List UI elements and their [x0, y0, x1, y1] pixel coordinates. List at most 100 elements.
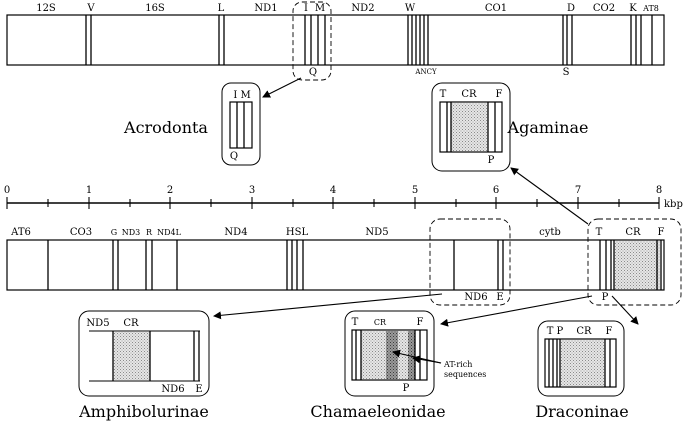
chamaeleonidae-name: Chamaeleonidae: [310, 402, 445, 421]
bottom-strip-box: [6, 239, 665, 291]
gene-label-q: Q: [309, 67, 317, 78]
gene-label-16s: 16S: [145, 3, 165, 14]
gene-label-nd4l: ND4L: [157, 228, 182, 237]
scale-tick-label-2: 2: [167, 185, 173, 196]
gene-label-t: T: [596, 227, 603, 238]
scale-ticks: [6, 197, 660, 209]
acrodonta-top-label: I M: [233, 90, 250, 101]
draconinae-frame: [537, 320, 625, 397]
arrow-to-agaminae: [510, 167, 589, 225]
inset-acrodonta: I M Q Acrodonta: [123, 82, 261, 166]
gene-label-p: P: [602, 292, 609, 303]
scale-tick-label-3: 3: [249, 185, 255, 196]
draconinae-f-label: F: [606, 326, 613, 337]
chamaeleonidae-cr-label: CR: [374, 318, 387, 327]
scale-tick-label-4: 4: [330, 185, 336, 196]
scale-tick-label-6: 6: [493, 185, 499, 196]
chamaeleonidae-t-label: T: [352, 317, 359, 328]
inset-draconinae: T P CR F Draconinae: [535, 320, 629, 421]
amphibolurinae-nd6-label: ND6: [161, 384, 184, 395]
chamaeleonidae-at-rich-region-1: [386, 331, 398, 379]
gene-label-i: I: [304, 3, 308, 14]
agaminae-name: Agaminae: [507, 118, 589, 137]
chamaeleonidae-f-label: F: [417, 317, 424, 328]
agaminae-frame: [431, 82, 511, 172]
scale-tick-label-5: 5: [412, 185, 418, 196]
bottom-gene-strip: AT6 CO3 G ND3 R ND4L ND4 HSL ND5 cytb T …: [6, 218, 682, 306]
gene-label-nd6: ND6: [464, 292, 487, 303]
at-rich-label-line1: AT-rich: [443, 360, 472, 369]
agaminae-t-label: T: [440, 89, 447, 100]
agaminae-p-label: P: [488, 155, 495, 166]
arrow-to-acrodonta: [262, 77, 302, 98]
arrow-to-chamaeleonidae: [440, 295, 593, 327]
agaminae-f-label: F: [496, 89, 503, 100]
highlight-nd6-e: [429, 218, 511, 306]
amphibolurinae-frame: [78, 310, 210, 397]
gene-label-nd3: ND3: [122, 228, 141, 237]
top-strip-box: [6, 14, 665, 66]
highlight-imq: [292, 1, 332, 81]
amphibolurinae-cr-region: [113, 332, 150, 380]
gene-label-l: L: [218, 3, 225, 14]
inset-amphibolurinae: ND5 CR ND6 E Amphibolurinae: [78, 310, 210, 421]
gene-label-g: G: [111, 228, 117, 237]
gene-label-s: S: [563, 67, 570, 78]
gene-label-m: M: [315, 3, 325, 14]
gene-label-nd2: ND2: [351, 3, 374, 14]
amphibolurinae-name: Amphibolurinae: [78, 402, 209, 421]
at-rich-label-line2: sequences: [444, 370, 486, 379]
draconinae-cr-label: CR: [576, 326, 592, 337]
gene-label-cytb: cytb: [539, 227, 561, 238]
draconinae-cr-region: [560, 340, 605, 386]
amphibolurinae-nd5-label: ND5: [86, 318, 109, 329]
gene-label-at8: AT8: [642, 4, 659, 13]
gene-label-e: E: [496, 292, 503, 303]
gene-label-ancy: ANCY: [414, 68, 437, 76]
draconinae-name: Draconinae: [535, 402, 628, 421]
acrodonta-gene-box: [229, 101, 253, 149]
gene-label-hsl: HSL: [286, 227, 309, 238]
at-rich-pointer-2: [412, 355, 442, 364]
gene-label-d: D: [567, 3, 575, 14]
arrow-to-amphibolurinae: [213, 293, 443, 320]
acrodonta-bottom-label: Q: [230, 151, 238, 162]
chamaeleonidae-at-rich-region-2: [408, 331, 415, 379]
acrodonta-frame: [221, 82, 261, 166]
draconinae-tp-label: T P: [547, 326, 564, 337]
acrodonta-name: Acrodonta: [123, 118, 208, 137]
inset-agaminae: T CR F P Agaminae: [431, 82, 589, 172]
gene-label-r: R: [146, 228, 153, 237]
amphibolurinae-cr-label: CR: [123, 318, 139, 329]
gene-label-at6: AT6: [10, 227, 31, 238]
gene-label-co1: CO1: [485, 3, 507, 14]
gene-label-w: W: [405, 3, 416, 14]
gene-label-co2: CO2: [593, 3, 615, 14]
arrow-to-draconinae: [611, 295, 639, 325]
gene-label-12s: 12S: [36, 3, 56, 14]
bottom-cr-region: [614, 241, 660, 289]
agaminae-cr-label: CR: [461, 89, 477, 100]
gene-label-nd1: ND1: [254, 3, 277, 14]
top-gene-strip: 12S V 16S L ND1 I M ND2 W CO1 D CO2 K AT…: [6, 1, 665, 81]
highlight-t-p-cr-f: [587, 218, 682, 306]
gene-label-co3: CO3: [70, 227, 92, 238]
scale-unit-label: kbp: [664, 199, 683, 210]
inset-chamaeleonidae: T CR F P AT-rich sequences Chamaeleonida…: [310, 310, 486, 421]
chamaeleonidae-p-label: P: [403, 383, 410, 394]
amphibolurinae-e-label: E: [195, 384, 202, 395]
gene-label-cr: CR: [625, 227, 641, 238]
chamaeleonidae-frame: [344, 310, 435, 397]
gene-label-nd4: ND4: [224, 227, 247, 238]
gene-label-f: F: [658, 227, 665, 238]
scale-tick-label-8: 8: [656, 185, 662, 196]
kbp-scale-bar: 0 1 2 3 4 5 6 7 8 kbp: [4, 185, 683, 210]
gene-label-nd5: ND5: [365, 227, 388, 238]
scale-tick-label-0: 0: [4, 185, 10, 196]
gene-label-k: K: [629, 3, 637, 14]
gene-label-v: V: [86, 3, 95, 14]
chamaeleonidae-cr-region: [361, 331, 386, 379]
scale-tick-label-1: 1: [86, 185, 92, 196]
agaminae-cr-region: [451, 103, 488, 151]
